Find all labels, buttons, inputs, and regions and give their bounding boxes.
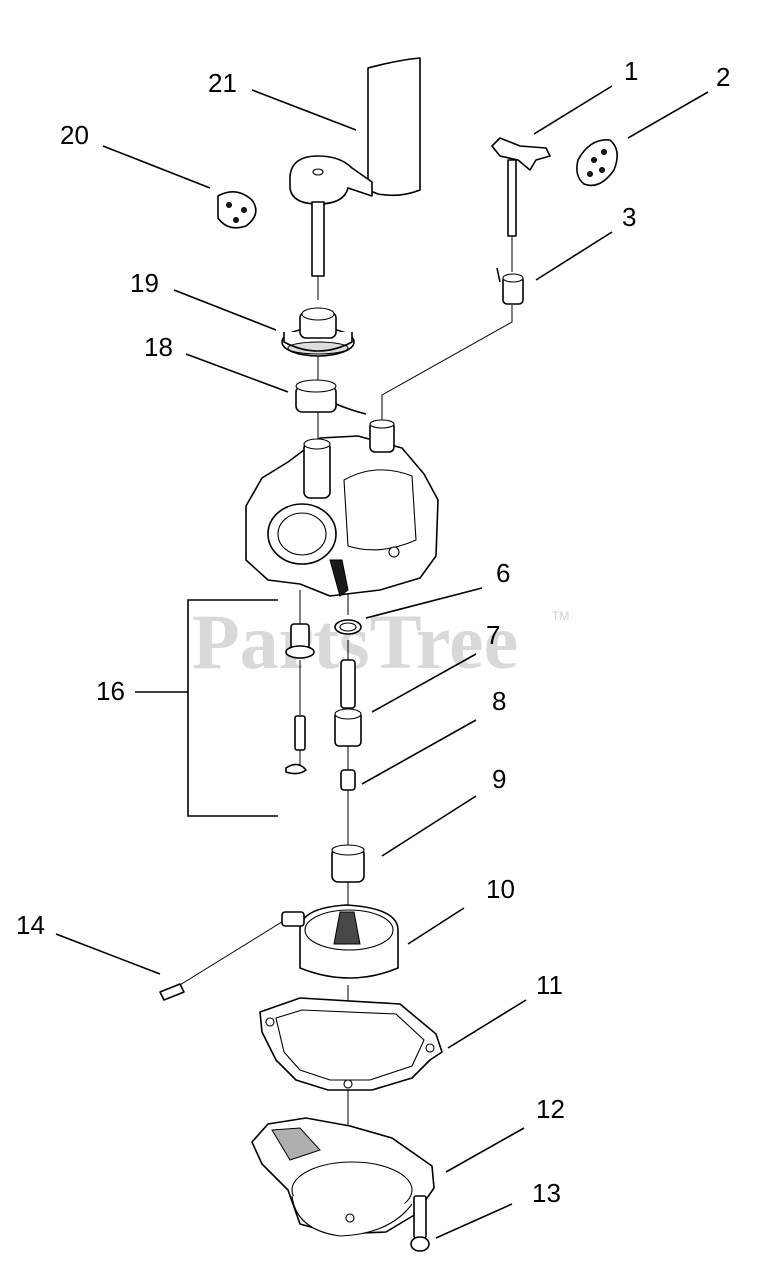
callout-9: 9 — [492, 764, 506, 794]
part-6-o-ring — [334, 619, 362, 635]
leader-lines — [55, 85, 709, 1239]
part-13-screw — [410, 1195, 430, 1252]
watermark-trademark: TM — [552, 609, 569, 623]
callout-2: 2 — [716, 62, 730, 92]
callout-1: 1 — [624, 56, 638, 86]
callout-3: 3 — [622, 202, 636, 232]
callout-7: 7 — [486, 620, 500, 650]
part-9-float — [331, 844, 365, 883]
part-19-gear — [281, 307, 355, 357]
part-10-float-housing — [281, 904, 399, 979]
carburetor-body — [245, 419, 439, 597]
watermark: PartsTree TM — [192, 598, 569, 685]
callout-20: 20 — [60, 120, 89, 150]
part-20-gasket — [217, 191, 257, 229]
part-2-plate — [576, 139, 618, 187]
callout-14: 14 — [16, 910, 45, 940]
callout-12: 12 — [536, 1094, 565, 1124]
callout-8: 8 — [492, 686, 506, 716]
callout-19: 19 — [130, 268, 159, 298]
callout-6: 6 — [496, 558, 510, 588]
callout-11: 11 — [536, 970, 563, 1000]
part-7-jet — [334, 659, 362, 747]
callout-18: 18 — [144, 332, 173, 362]
part-14-pin — [159, 983, 185, 1001]
part-18-bushing — [295, 379, 367, 415]
part-12-float-bowl — [251, 1117, 435, 1237]
part-16-needle-assembly — [135, 599, 315, 817]
callout-21: 21 — [208, 68, 237, 98]
callout-labels: 21 20 1 2 3 19 18 6 7 16 8 9 10 14 11 12… — [16, 56, 730, 1208]
part-8-sleeve — [340, 769, 356, 791]
callout-13: 13 — [532, 1178, 561, 1208]
part-1-lever — [491, 137, 551, 237]
part-11-gasket — [259, 997, 443, 1091]
part-21-throttle-shroud — [289, 57, 421, 277]
callout-10: 10 — [486, 874, 515, 904]
part-3-bushing — [496, 267, 524, 305]
callout-16: 16 — [96, 676, 125, 706]
